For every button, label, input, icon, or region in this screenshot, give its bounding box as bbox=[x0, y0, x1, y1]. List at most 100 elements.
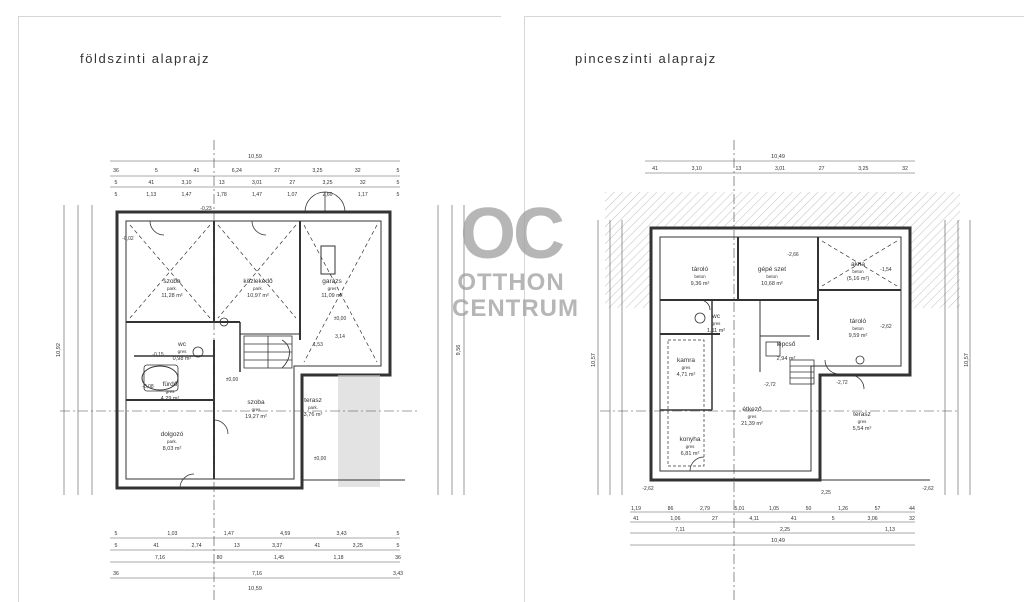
basement-room-5-floor: gres bbox=[682, 365, 692, 370]
basement-room-7-floor: gres bbox=[748, 414, 758, 419]
basement-dim-bottom-row3-0: 7,11 bbox=[675, 527, 685, 533]
ground-dim-top-row2-5: 27 bbox=[289, 180, 295, 186]
basement-dim-bottom-row2-4: 41 bbox=[791, 516, 797, 522]
ground-dim-top-row3-6: 2,60 bbox=[322, 192, 332, 198]
ground-dim-bottom-row2-1: 41 bbox=[153, 543, 159, 549]
basement-note-7: 2,25 bbox=[821, 490, 831, 496]
basement-note-1: -1,54 bbox=[880, 267, 892, 273]
ground-room-1-name: közlekedő bbox=[243, 278, 273, 285]
ground-room-2-floor: gres bbox=[328, 286, 338, 291]
ground-room-1-area: 10,97 m² bbox=[247, 293, 269, 299]
basement-dim-bottom-row1-2: 2,79 bbox=[700, 506, 710, 512]
basement-dim-bottom-row2-7: 32 bbox=[909, 516, 915, 522]
ground-dim-top-row2-1: 41 bbox=[148, 180, 154, 186]
ground-dim-bottom-row2-2: 2,74 bbox=[192, 543, 202, 549]
basement-dim-right-total: 10,57 bbox=[964, 353, 970, 367]
basement-room-1-floor: beton bbox=[766, 274, 778, 279]
basement-room-6-name: lépcső bbox=[777, 341, 796, 348]
ground-dim-top-row1-4: 27 bbox=[274, 168, 280, 174]
basement-room-8-floor: gres bbox=[686, 444, 696, 449]
ground-dim-top-row3-8: 5 bbox=[397, 192, 400, 198]
basement-dim-bottom-row3-2: 1,13 bbox=[885, 527, 895, 533]
ground-dim-bottom-row2-4: 3,37 bbox=[272, 543, 282, 549]
ground-note-7: 3,14 bbox=[335, 334, 345, 340]
logo-word-otthon: OTTHON bbox=[457, 269, 565, 296]
ground-dim-bottom-row2-7: 5 bbox=[397, 543, 400, 549]
basement-dim-top-row1-0: 41 bbox=[652, 166, 658, 172]
basement-room-7-name: étkező bbox=[742, 406, 762, 413]
ground-dim-bottom-row3-4: 36 bbox=[395, 555, 401, 561]
basement-dim-bottom-row1-1: 86 bbox=[668, 506, 674, 512]
basement-dim-bottom-row1-8: 44 bbox=[909, 506, 915, 512]
basement-dim-bottom-row2-1: 1,06 bbox=[670, 516, 680, 522]
ground-dim-top-row1-1: 5 bbox=[155, 168, 158, 174]
basement-dim-bottom-row1-4: 1,05 bbox=[769, 506, 779, 512]
ground-room-1-floor: park. bbox=[253, 286, 263, 291]
ground-dim-top-row1-7: 5 bbox=[397, 168, 400, 174]
ground-room-4-name: wc bbox=[177, 341, 187, 348]
ground-room-0-name: szoba bbox=[163, 278, 181, 285]
basement-dim-top-row1-5: 3,25 bbox=[858, 166, 868, 172]
ground-dim-bottom-row3-0: 7,16 bbox=[155, 555, 165, 561]
ground-room-4-area: 0,98 m² bbox=[173, 356, 192, 362]
ground-dim-bottom-row3-3: 1,18 bbox=[333, 555, 343, 561]
ground-dim-top-row2-6: 3,25 bbox=[322, 180, 332, 186]
basement-room-2-name: akna bbox=[851, 261, 865, 268]
ground-dim-bottom-row2-5: 41 bbox=[315, 543, 321, 549]
ground-room-7-name: dolgozó bbox=[161, 431, 184, 438]
ground-note-8: 1,53 bbox=[313, 342, 323, 348]
basement-dim-top-row1-4: 27 bbox=[819, 166, 825, 172]
basement-room-4-area: 1,11 m² bbox=[707, 328, 725, 334]
ground-room-2-area: 11,09 m² bbox=[321, 293, 342, 299]
basement-dim-bottom-row1-0: 1,19 bbox=[631, 506, 641, 512]
ground-note-6: -0,08 bbox=[142, 384, 154, 390]
basement-dim-bottom-row2-6: 3,06 bbox=[868, 516, 878, 522]
basement-room-6-area: 2,94 m² bbox=[777, 356, 796, 362]
ground-dim-top-row3-1: 1,13 bbox=[146, 192, 156, 198]
logo-mark: OC bbox=[460, 194, 565, 274]
basement-note-5: -2,62 bbox=[922, 486, 934, 492]
basement-room-0-name: tároló bbox=[692, 266, 709, 273]
basement-floor-title: pinceszinti alaprajz bbox=[575, 51, 717, 66]
ground-dim-bottom-row4-1: 7,16 bbox=[252, 571, 262, 577]
ground-dim-top-row3-2: 1,47 bbox=[181, 192, 191, 198]
ground-note-2: ±0,00 bbox=[226, 377, 239, 383]
logo-word-centrum: CENTRUM bbox=[452, 295, 579, 322]
ground-room-4-floor: gres bbox=[178, 349, 188, 354]
basement-room-5-name: kamra bbox=[677, 357, 695, 364]
ground-room-6-name: terasz bbox=[304, 397, 322, 404]
ground-dim-top-row3-7: 1,17 bbox=[358, 192, 368, 198]
ground-room-2-name: garázs bbox=[322, 278, 342, 285]
ground-note-0: -0,23 bbox=[200, 206, 212, 212]
basement-room-2-area: (5,16 m²) bbox=[847, 276, 869, 282]
basement-dim-top-total: 10,49 bbox=[771, 154, 785, 160]
ground-room-7-floor: park. bbox=[167, 439, 177, 444]
basement-room-8-area: 6,81 m² bbox=[681, 451, 700, 457]
ground-dim-top-row2-2: 3,10 bbox=[181, 180, 191, 186]
basement-dim-top-row1-2: 13 bbox=[735, 166, 741, 172]
ground-dim-left-total: 10,92 bbox=[56, 343, 62, 357]
basement-note-6: -2,66 bbox=[787, 252, 799, 258]
ground-room-3-area: 4,29 m² bbox=[161, 396, 180, 402]
ground-dim-bottom-row4-2: 3,43 bbox=[393, 571, 403, 577]
ground-dim-top-row3-3: 1,78 bbox=[217, 192, 227, 198]
ground-dimension-lines bbox=[63, 160, 465, 579]
basement-room-2-floor: beton bbox=[852, 269, 864, 274]
ground-dim-top-row1-3: 6,24 bbox=[232, 168, 242, 174]
ground-dim-top-row2-8: 5 bbox=[397, 180, 400, 186]
ground-dim-top-row2-3: 13 bbox=[219, 180, 225, 186]
ground-dim-bottom-row2-3: 13 bbox=[234, 543, 240, 549]
ground-dim-bottom-row1-5: 5 bbox=[397, 531, 400, 537]
basement-room-1-area: 10,68 m² bbox=[761, 281, 783, 287]
ground-note-5: -0,15 bbox=[152, 352, 164, 358]
ground-dim-top-row3-0: 5 bbox=[115, 192, 118, 198]
ground-room-6-floor: park. bbox=[308, 405, 318, 410]
ground-room-5-area: 19,27 m² bbox=[245, 414, 267, 420]
basement-room-4-name: wc bbox=[711, 313, 721, 320]
ground-room-5-name: szoba bbox=[247, 399, 265, 406]
ground-dim-bottom-row1-1: 1,03 bbox=[167, 531, 177, 537]
basement-note-4: -2,72 bbox=[836, 380, 848, 386]
basement-room-5-area: 4,71 m² bbox=[677, 372, 696, 378]
basement-note-2: -2,62 bbox=[880, 324, 892, 330]
basement-dim-bottom-row1-3: 5,01 bbox=[734, 506, 744, 512]
